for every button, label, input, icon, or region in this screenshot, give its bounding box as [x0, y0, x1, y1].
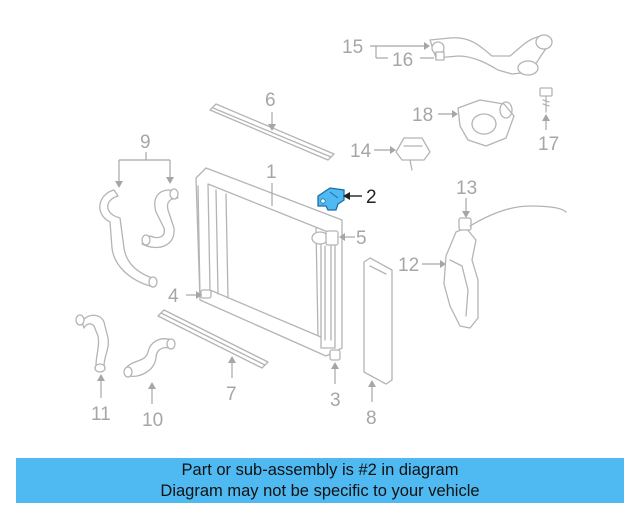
callout-16: 16 [392, 50, 413, 71]
part-10-lower-hose [123, 338, 176, 378]
info-banner: Part or sub-assembly is #2 in diagram Di… [16, 458, 624, 503]
part-3-drain-plug [329, 349, 341, 361]
callout-2: 2 [366, 187, 377, 208]
part-16-bolt [435, 51, 445, 61]
part-8-air-guide [363, 257, 393, 385]
callout-9: 9 [140, 132, 151, 153]
callout-5: 5 [356, 228, 367, 249]
leader-6-arrow [268, 124, 276, 131]
callout-17: 17 [538, 134, 559, 155]
part-18-thermostat-cover [457, 99, 515, 147]
callout-8: 8 [366, 408, 377, 429]
part-11-hose [75, 314, 110, 373]
part-2-bracket-highlighted [317, 187, 345, 211]
leader-5-arrow [339, 233, 345, 241]
callout-18: 18 [412, 105, 433, 126]
leader-13-arrow [462, 211, 470, 218]
part-5-cap [311, 230, 339, 246]
banner-line-disclaimer: Diagram may not be specific to your vehi… [160, 482, 480, 500]
part-14-pressure-cap [395, 137, 431, 171]
leader-18-arrow [452, 110, 458, 118]
leader-2-arrow [343, 192, 350, 200]
callout-7: 7 [226, 384, 237, 405]
callout-10: 10 [142, 410, 163, 431]
part-17-bolt [539, 87, 553, 113]
callout-6: 6 [265, 90, 276, 111]
callout-1: 1 [266, 162, 277, 183]
part-9-upper-hoses [99, 188, 179, 288]
leader-3-arrow [331, 362, 339, 369]
callout-15: 15 [342, 37, 363, 58]
leader-9-arrow-right [166, 177, 174, 184]
leader-7-arrow [228, 356, 236, 363]
part-6-upper-seal [209, 103, 335, 161]
callout-11: 11 [91, 404, 111, 425]
parts-diagram-svg: 1 2 3 4 5 6 7 8 9 10 11 12 13 14 15 16 1… [75, 34, 567, 431]
leader-11-arrow [97, 374, 105, 381]
callout-13: 13 [456, 178, 477, 199]
part-12-reservoir [443, 227, 479, 329]
leader-4-arrow [196, 291, 202, 299]
leader-17-arrow [542, 114, 550, 121]
leader-12-arrow [440, 260, 446, 268]
part-7-lower-seal [157, 309, 269, 369]
banner-line-part: Part or sub-assembly is #2 in diagram [181, 461, 459, 479]
callout-4: 4 [168, 286, 179, 307]
leader-15-arrow [424, 42, 430, 50]
part-15-water-pipe [429, 34, 553, 76]
part-1-radiator [195, 167, 343, 357]
leader-10-arrow [148, 382, 156, 389]
callout-3: 3 [330, 390, 341, 411]
callout-12: 12 [398, 255, 419, 276]
callout-14: 14 [350, 141, 372, 162]
part-13-reservoir-cap [458, 205, 567, 231]
part-4-fitting [200, 289, 212, 299]
leader-14-arrow [390, 146, 396, 154]
parts-diagram: 1 2 3 4 5 6 7 8 9 10 11 12 13 14 15 16 1… [75, 34, 567, 431]
leader-8-arrow [368, 380, 376, 387]
leader-9-arrow-left [115, 181, 123, 188]
